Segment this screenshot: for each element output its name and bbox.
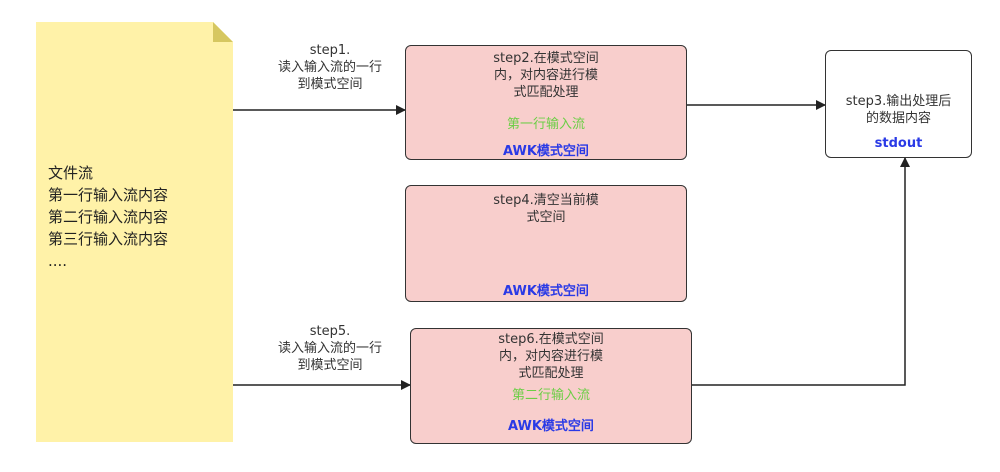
file-stream-line-2: 第二行输入流内容	[48, 208, 169, 226]
step6-stream-text: 第二行输入流	[511, 388, 590, 403]
step2-text: step2.在模式空间 内，对内容进行模 式匹配处理	[493, 51, 599, 100]
step1-label: step1. 读入输入流的一行 到模式空间	[277, 43, 382, 92]
document-shape	[36, 22, 233, 442]
arrow-step6-to-step3	[692, 157, 910, 386]
step6-awk-label: AWK模式空间	[508, 419, 594, 434]
step4-text: step4.清空当前模 式空间	[493, 193, 599, 225]
step4-awk-label: AWK模式空间	[503, 284, 589, 299]
file-stream-document: 文件流 第一行输入流内容 第二行输入流内容 第三行输入流内容 ....	[36, 22, 233, 442]
step2-stream-text: 第一行输入流	[506, 117, 585, 132]
file-stream-line-1: 第一行输入流内容	[48, 186, 169, 204]
step3-output-box: step3.输出处理后 的数据内容 stdout	[825, 50, 972, 158]
step2-awk-label: AWK模式空间	[503, 144, 589, 159]
step3-text: step3.输出处理后 的数据内容	[845, 94, 952, 126]
step6-text: step6.在模式空间 内，对内容进行模 式匹配处理	[498, 332, 604, 381]
step2-pattern-space-box: step2.在模式空间 内，对内容进行模 式匹配处理 第一行输入流 AWK模式空…	[405, 45, 687, 160]
step6-pattern-space-box: step6.在模式空间 内，对内容进行模 式匹配处理 第二行输入流 AWK模式空…	[410, 328, 692, 444]
file-stream-line-3: 第三行输入流内容	[48, 230, 169, 248]
file-stream-title: 文件流	[48, 164, 94, 182]
step4-clear-box: step4.清空当前模 式空间 AWK模式空间	[405, 185, 687, 302]
file-stream-ellipsis: ....	[48, 252, 68, 270]
file-stream-text: 文件流 第一行输入流内容 第二行输入流内容 第三行输入流内容 ....	[48, 162, 228, 272]
stdout-label: stdout	[874, 136, 923, 151]
step5-label: step5. 读入输入流的一行 到模式空间	[277, 324, 382, 373]
